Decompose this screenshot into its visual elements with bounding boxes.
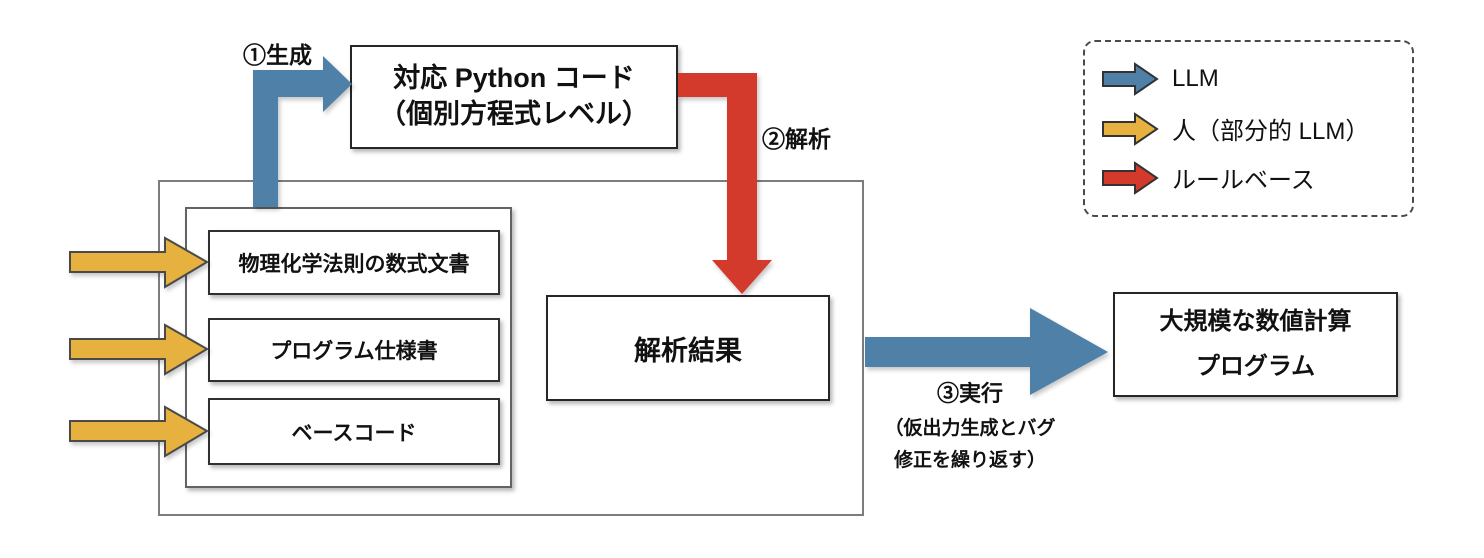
rule-arrow-icon	[1102, 160, 1159, 195]
step3-note-line2: 修正を繰り返す）	[893, 449, 1046, 471]
python-code-box-line2: （個別方程式レベル）	[379, 99, 649, 129]
analysis-result-box: 解析結果	[546, 295, 830, 401]
analysis-result-box-label: 解析結果	[634, 335, 742, 366]
legend: LLM 人（部分的 LLM） ルールベース	[1083, 40, 1414, 217]
legend-item-human-label: 人（部分的 LLM）	[1172, 118, 1370, 145]
input-box-base-code-label: ベースコード	[291, 421, 417, 445]
numerical-program-box-line2: プログラム	[1195, 352, 1316, 380]
numerical-program-box: 大規模な数値計算 プログラム	[1113, 292, 1398, 397]
step1-label: ①生成	[243, 42, 312, 68]
legend-item-llm-label: LLM	[1172, 65, 1219, 93]
input-box-program-spec: プログラム仕様書	[208, 318, 500, 382]
step3-label-block: ③実行 （仮出力生成とバグ 修正を繰り返す）	[845, 376, 1095, 477]
python-code-box: 対応 Python コード （個別方程式レベル）	[350, 45, 678, 149]
legend-item-human: 人（部分的 LLM）	[1101, 111, 1396, 147]
step3-note-line1: （仮出力生成とバグ	[884, 417, 1056, 439]
input-box-physics-doc: 物理化学法則の数式文書	[208, 230, 500, 295]
llm-arrow-icon	[1102, 62, 1159, 97]
input-box-program-spec-label: プログラム仕様書	[270, 340, 438, 363]
human-arrow-icon	[1102, 111, 1159, 146]
legend-item-rulebase: ルールベース	[1101, 160, 1396, 196]
legend-item-llm: LLM	[1101, 61, 1396, 97]
step3-label: ③実行	[936, 381, 1003, 406]
input-box-physics-doc-label: 物理化学法則の数式文書	[238, 252, 470, 276]
numerical-program-box-line1: 大規模な数値計算	[1159, 308, 1352, 336]
step2-label: ②解析	[762, 126, 831, 152]
input-box-base-code: ベースコード	[208, 398, 500, 465]
legend-item-rulebase-label: ルールベース	[1172, 167, 1315, 195]
python-code-box-line1: 対応 Python コード	[393, 63, 635, 94]
